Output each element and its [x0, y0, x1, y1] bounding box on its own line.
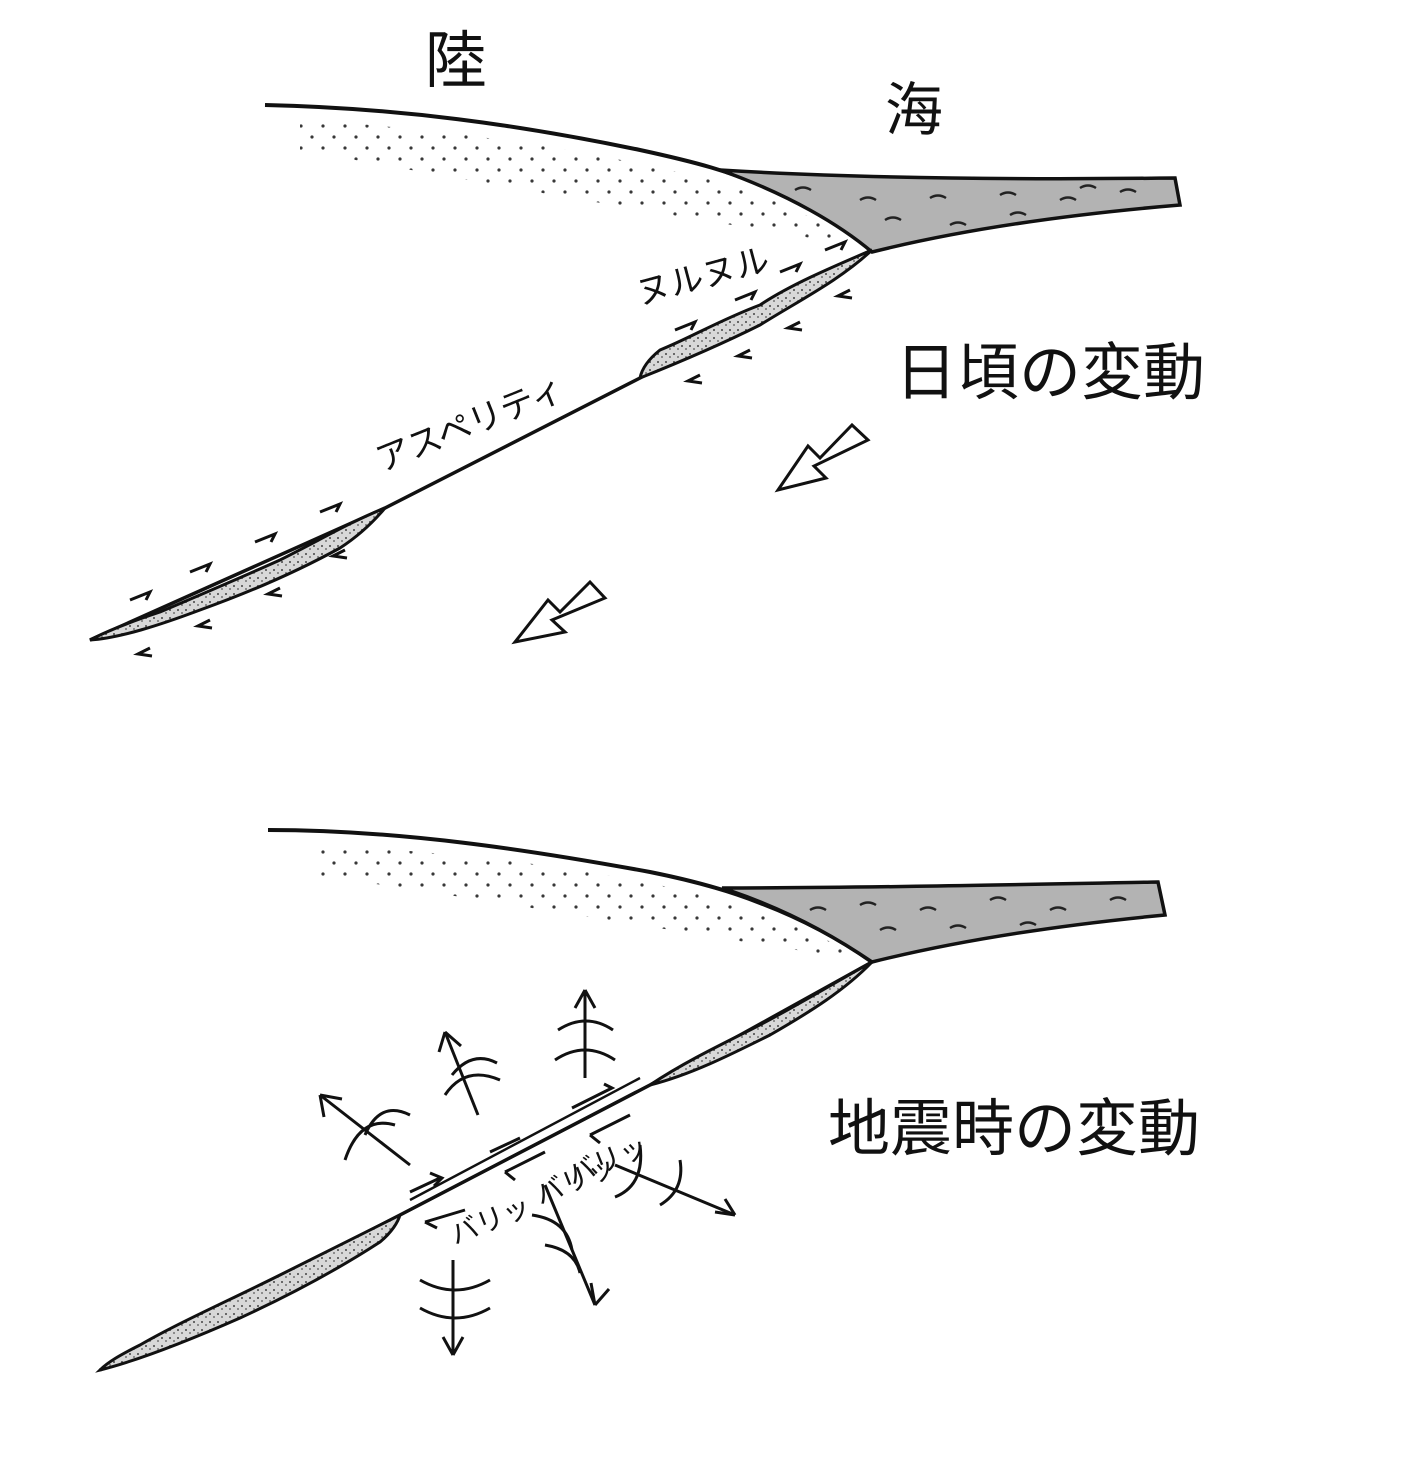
land-label: 陸 [425, 24, 487, 97]
slip-arrows-bottom [409, 1082, 631, 1230]
seismic-waves [318, 989, 737, 1356]
creep-zone-lower-bottom [95, 1212, 403, 1373]
plate-motion-arrow-1 [774, 422, 871, 493]
top-diagram: 陸 海 ヌルヌル アスペリティ 日頃の変動 [89, 24, 1205, 658]
sea-label: 海 [885, 76, 943, 144]
creep-zone-upper-bottom [649, 960, 874, 1087]
land-dots-bottom [315, 845, 860, 960]
earthquake-caption: 地震時の変動 [828, 1092, 1200, 1165]
land-dots-top [300, 120, 855, 245]
plate-motion-arrow-2 [511, 579, 608, 645]
rupture-line-bottom [399, 1083, 651, 1217]
sea-waves-bottom [809, 896, 1127, 932]
sea-waves-top [794, 184, 1137, 227]
slip-sound-label-1: バリッ [445, 1189, 535, 1251]
sea-bottom [721, 880, 1168, 964]
sea-top [719, 168, 1183, 254]
normal-caption: 日頃の変動 [895, 336, 1205, 409]
bottom-diagram: バリッ バリッ バリッ 地震時の変動 [95, 828, 1200, 1373]
creep-zone-upper-top [637, 248, 874, 381]
slip-arrows-top [129, 239, 853, 658]
creep-label: ヌルヌル [632, 240, 774, 314]
creep-zone-lower-top [89, 506, 387, 642]
rupture-line-parallel [409, 1076, 641, 1202]
